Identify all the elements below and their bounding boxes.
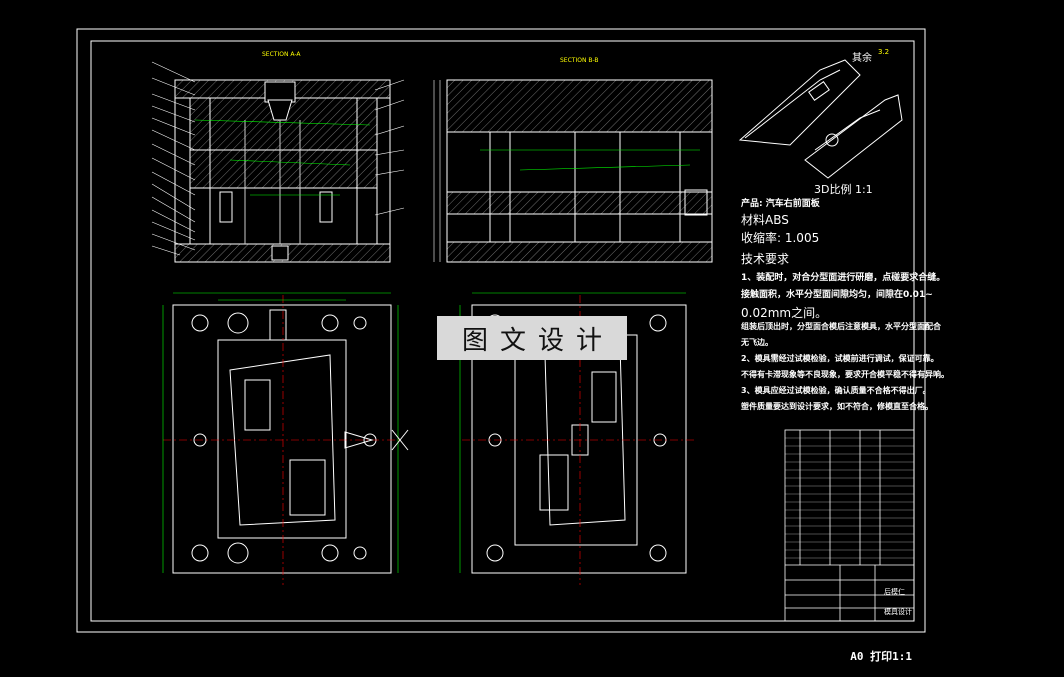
drawing-number: 模具设计 [884, 608, 912, 616]
section-b-view [446, 79, 713, 263]
requirement-2b: 不得有卡滞现象等不良现象，要求开合模平稳不得有异响。 [741, 370, 949, 379]
surface-finish-label: 其余 [852, 53, 872, 64]
requirement-2a: 2、模具需经过试模检验，试模前进行调试，保证可靠。 [741, 354, 939, 363]
view-3d-label: 3D比例 1:1 [814, 183, 873, 196]
tech-requirements-title: 技术要求 [741, 252, 790, 266]
requirement-1c: 0.02mm之间。 [741, 306, 828, 320]
plan-view-left [172, 304, 392, 574]
parts-list-table [784, 429, 915, 622]
shrinkage: 收缩率: 1.005 [741, 231, 820, 245]
requirement-1e: 无飞边。 [741, 338, 773, 347]
requirement-1d: 组装后顶出时，分型面合模后注意模具，水平分型面配合 [741, 322, 941, 331]
requirement-3a: 3、模具应经过试模检验，确认质量不合格不得出厂。 [741, 386, 931, 395]
requirement-1a: 1、装配时，对合分型面进行研磨，点碰要求合缝。 [741, 273, 946, 283]
requirement-3b: 塑件质量要达到设计要求，如不符合，修模直至合格。 [741, 402, 933, 411]
section-a-view [174, 79, 391, 263]
product-name: 产品: 汽车右前面板 [741, 199, 820, 209]
section-b-label: SECTION B-B [560, 57, 599, 64]
inner-border [90, 40, 915, 622]
section-a-label: SECTION A-A [262, 51, 301, 58]
drawing-name: 后模仁 [884, 588, 905, 596]
requirement-1b: 接触面积，水平分型面间隙均匀，间隙在0.01~ [741, 290, 933, 300]
surface-finish-value: 3.2 [878, 48, 890, 56]
watermark-banner: 图文设计 [437, 316, 627, 360]
material: 材料ABS [741, 213, 789, 227]
section-a-leaders [151, 61, 405, 256]
outer-border [76, 28, 926, 633]
plot-scale-label: A0 打印1:1 [850, 650, 912, 663]
3d-part-views [738, 59, 903, 179]
